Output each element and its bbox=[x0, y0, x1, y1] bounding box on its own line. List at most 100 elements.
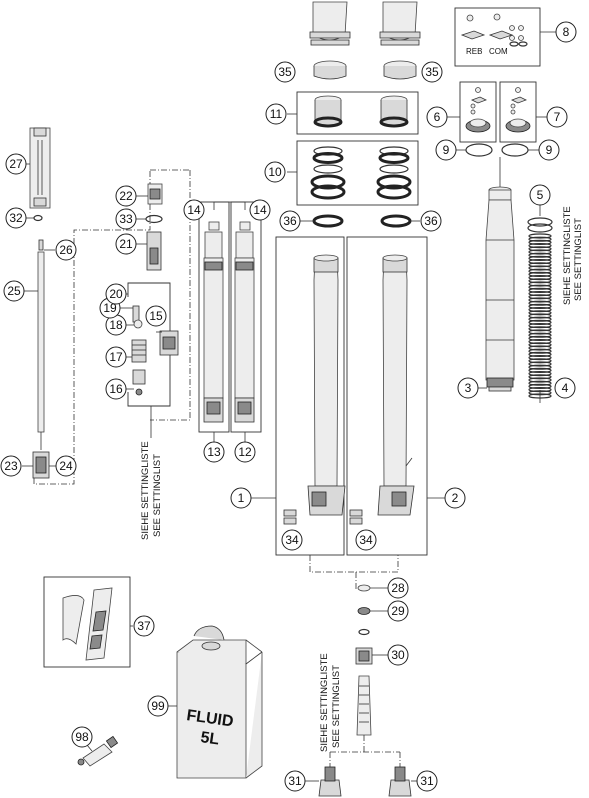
callout-number: 35 bbox=[278, 65, 292, 79]
callout-circle bbox=[546, 106, 568, 128]
parts-28-31-bottom-hardware bbox=[318, 584, 412, 797]
callout-98: 98 bbox=[71, 726, 93, 748]
callout-31: 31 bbox=[284, 770, 306, 792]
callout-25: 25 bbox=[3, 280, 25, 302]
part-4-spring bbox=[528, 233, 552, 399]
spring-coil bbox=[528, 361, 552, 367]
callout-circle bbox=[264, 161, 286, 183]
spring-coil bbox=[528, 243, 552, 249]
callout-circle bbox=[71, 726, 93, 748]
callout-circle bbox=[145, 305, 167, 327]
callout-circle bbox=[444, 487, 466, 509]
spring-coil bbox=[528, 332, 552, 338]
spring-coil bbox=[528, 265, 552, 271]
spring-coil bbox=[528, 271, 552, 277]
spring-coil bbox=[528, 316, 552, 322]
callout-3: 3 bbox=[457, 377, 479, 399]
parts-15-21-valve-group bbox=[127, 183, 179, 407]
callout-number: 10 bbox=[268, 165, 282, 179]
callout-circle bbox=[105, 378, 127, 400]
part-5-spacer bbox=[527, 217, 553, 233]
part-8-adjuster-box: REB COM bbox=[454, 7, 541, 67]
callout-circle bbox=[230, 487, 252, 509]
callout-7: 7 bbox=[546, 106, 568, 128]
part-25-rod bbox=[32, 239, 50, 479]
callout-circle bbox=[355, 529, 377, 551]
settinglist-note-bottom-de: SIEHE SETTINGLISTE bbox=[319, 653, 330, 752]
callout-circle bbox=[426, 106, 448, 128]
callout-circle bbox=[0, 455, 22, 477]
callout-number: 30 bbox=[391, 648, 405, 662]
spring-coil bbox=[528, 262, 552, 268]
spring-coil bbox=[528, 284, 552, 290]
callout-circle bbox=[234, 441, 256, 463]
part-27-tool bbox=[29, 127, 51, 222]
fluid-volume-label: 5L bbox=[199, 729, 220, 748]
callout-9-2: 9 bbox=[538, 139, 560, 161]
callout-36-2: 36 bbox=[420, 210, 442, 232]
spring-coil bbox=[528, 278, 552, 284]
part-98-grease-tube bbox=[77, 735, 119, 767]
spring-coil bbox=[528, 371, 552, 377]
callout-11: 11 bbox=[265, 103, 287, 125]
callout-number: 18 bbox=[109, 318, 123, 332]
spring-coil bbox=[528, 345, 552, 351]
callout-circle bbox=[274, 61, 296, 83]
spring-coil bbox=[528, 268, 552, 274]
part-35-caps bbox=[313, 60, 417, 80]
spring-coil bbox=[528, 291, 552, 297]
callout-number: 23 bbox=[4, 459, 18, 473]
reb-label: REB bbox=[466, 47, 482, 56]
callout-circle bbox=[421, 61, 443, 83]
callout-6: 6 bbox=[426, 106, 448, 128]
part-11-bushings-box bbox=[296, 91, 419, 135]
callout-circle bbox=[55, 455, 77, 477]
callout-number: 29 bbox=[391, 604, 405, 618]
spring-coil bbox=[528, 233, 552, 239]
spring-coil bbox=[528, 380, 552, 386]
callout-36: 36 bbox=[279, 210, 301, 232]
callout-34-2: 34 bbox=[355, 529, 377, 551]
callout-number: 37 bbox=[137, 619, 151, 633]
spring-coil bbox=[528, 355, 552, 361]
spring-coil bbox=[528, 364, 552, 370]
callout-15: 15 bbox=[145, 305, 167, 327]
spring-coil bbox=[528, 249, 552, 255]
callout-circle bbox=[265, 103, 287, 125]
callout-24: 24 bbox=[55, 455, 77, 477]
callout-number: 99 bbox=[151, 699, 165, 713]
callout-circle bbox=[435, 139, 457, 161]
callout-17: 17 bbox=[105, 346, 127, 368]
spring-coil bbox=[528, 255, 552, 261]
callout-5: 5 bbox=[529, 184, 551, 206]
callout-number: 22 bbox=[119, 189, 133, 203]
callout-number: 4 bbox=[562, 381, 569, 395]
callout-10: 10 bbox=[264, 161, 286, 183]
callout-circle bbox=[115, 233, 137, 255]
callout-circle bbox=[529, 184, 551, 206]
callout-circle bbox=[115, 185, 137, 207]
callout-27: 27 bbox=[5, 153, 27, 175]
spring-coil bbox=[528, 259, 552, 265]
part-10-seals-box bbox=[296, 140, 419, 206]
callout-number: 20 bbox=[109, 287, 123, 301]
callout-number: 15 bbox=[149, 309, 163, 323]
callout-number: 26 bbox=[59, 243, 73, 257]
spring-coil bbox=[528, 319, 552, 325]
callout-number: 28 bbox=[391, 581, 405, 595]
callout-circle bbox=[279, 210, 301, 232]
callout-circle bbox=[183, 199, 205, 221]
callout-number: 12 bbox=[238, 445, 252, 459]
callout-circle bbox=[147, 695, 169, 717]
callout-circle bbox=[105, 283, 127, 305]
callout-number: 31 bbox=[288, 774, 302, 788]
spring-coil bbox=[528, 358, 552, 364]
callout-number: 32 bbox=[9, 211, 23, 225]
spring-coil bbox=[528, 307, 552, 313]
settinglist-note-bottom: SIEHE SETTINGLISTE SEE SETTINGLIST bbox=[319, 653, 342, 752]
callout-2: 2 bbox=[444, 487, 466, 509]
callout-35: 35 bbox=[274, 61, 296, 83]
callout-8: 8 bbox=[555, 21, 577, 43]
callout-number: 24 bbox=[59, 459, 73, 473]
